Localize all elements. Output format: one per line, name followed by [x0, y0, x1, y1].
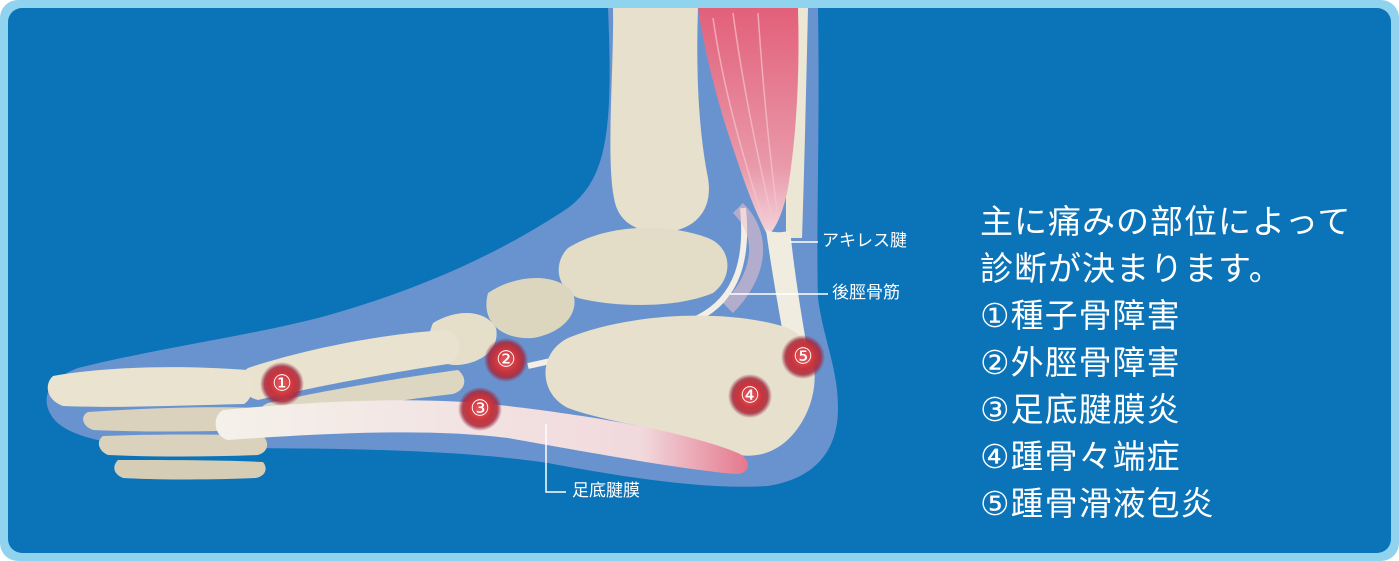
tibia-bone: [610, 8, 709, 232]
diagnosis-caption: 主に痛みの部位によって 診断が決まります。 ①種子骨障害 ②外脛骨障害 ③足底腱…: [980, 198, 1351, 527]
marker-label-4: ④: [740, 384, 760, 409]
caption-item-3: ③足底腱膜炎: [980, 386, 1351, 433]
caption-intro-line1: 主に痛みの部位によって: [980, 198, 1351, 245]
marker-2: ②: [484, 338, 528, 382]
marker-5: ⑤: [781, 335, 825, 379]
marker-1: ①: [260, 362, 304, 406]
marker-4: ④: [728, 374, 772, 418]
achilles-tendon-label: アキレス腱: [822, 233, 907, 250]
marker-label-5: ⑤: [793, 345, 813, 370]
caption-item-2: ②外脛骨障害: [980, 339, 1351, 386]
marker-label-2: ②: [496, 348, 516, 373]
caption-item-1: ①種子骨障害: [980, 292, 1351, 339]
toe-bones: [48, 367, 253, 407]
illustration-panel: ① ② ③ ④ ⑤ アキレス腱 後脛骨筋 足底腱膜 主に痛みの部位によって: [8, 8, 1391, 553]
caption-intro-line2: 診断が決まります。: [980, 245, 1351, 292]
marker-label-3: ③: [470, 397, 490, 422]
marker-3: ③: [458, 387, 502, 431]
caption-item-4: ④踵骨々端症: [980, 433, 1351, 480]
caption-item-5: ⑤踵骨滑液包炎: [980, 480, 1351, 527]
tibialis-posterior-label: 後脛骨筋: [832, 285, 900, 302]
plantar-fascia-label: 足底腱膜: [572, 483, 640, 500]
marker-label-1: ①: [272, 372, 292, 397]
